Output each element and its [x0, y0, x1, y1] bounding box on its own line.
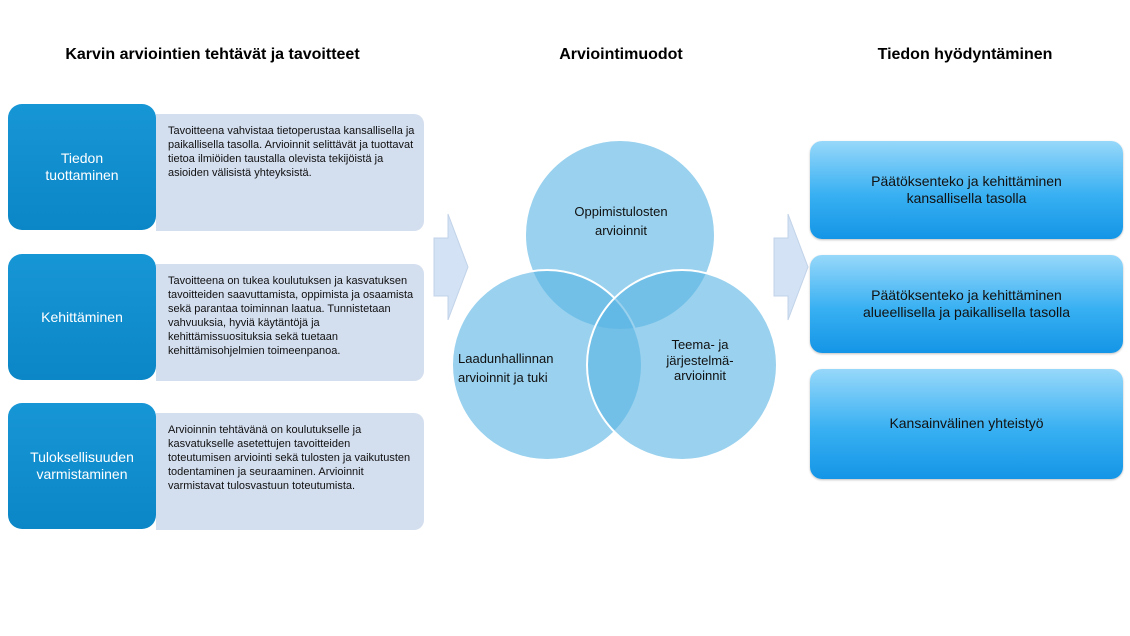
- tasks-column-title: Karvin arviointien tehtävät ja tavoittee…: [65, 46, 360, 63]
- use-box-international: Kansainvälinen yhteistyö: [810, 369, 1123, 479]
- use-line: alueellisella ja paikallisella tasolla: [862, 304, 1070, 320]
- use-box-regional: Päätöksenteko ja kehittäminen alueellise…: [810, 255, 1123, 353]
- forms-column-title: Arviointimuodot: [559, 46, 683, 63]
- use-line: Päätöksenteko ja kehittäminen: [871, 172, 1062, 189]
- task-box: Kehittäminen: [8, 254, 156, 380]
- evaluation-forms-venn: [451, 140, 778, 461]
- venn-label-line: Oppimistulosten: [574, 204, 668, 219]
- venn-label-line: Laadunhallinnan: [458, 351, 554, 366]
- venn-label-line: järjestelmä-: [666, 352, 734, 368]
- venn-circle-thematic-system: [586, 269, 778, 461]
- use-line: kansallisella tasolla: [906, 190, 1027, 206]
- task-box: Tiedon tuottaminen: [8, 104, 156, 230]
- venn-label-line: arvioinnit: [594, 222, 648, 238]
- right-arrow-icon: [433, 213, 469, 321]
- task-title-line: varmistaminen: [36, 466, 128, 482]
- task-description: Tavoitteena on tukea koulutuksen ja kasv…: [156, 264, 424, 381]
- venn-label-line: arvioinnit: [673, 368, 727, 384]
- venn-label-learning-outcomes: Oppimistulosten arvioinnit: [560, 203, 682, 241]
- use-line: Kansainvälinen yhteistyö: [889, 415, 1044, 432]
- task-title-line: Tiedon: [60, 150, 104, 167]
- use-line: Päätöksenteko ja kehittäminen: [871, 286, 1062, 303]
- task-description: Arvioinnin tehtävänä on koulutukselle ja…: [156, 413, 424, 530]
- venn-label-thematic-system: Teema- ja järjestelmä- arvioinnit: [650, 337, 750, 384]
- task-box: Tuloksellisuuden varmistaminen: [8, 403, 156, 529]
- task-title-line: Tuloksellisuuden: [30, 449, 134, 466]
- task-description: Tavoitteena vahvistaa tietoperustaa kans…: [156, 114, 424, 231]
- use-box-national: Päätöksenteko ja kehittäminen kansallise…: [810, 141, 1123, 239]
- task-title-line: tuottaminen: [45, 167, 119, 183]
- right-arrow-icon: [773, 213, 809, 321]
- task-title-line: Kehittäminen: [41, 308, 123, 325]
- uses-column-title: Tiedon hyödyntäminen: [877, 46, 1053, 63]
- venn-label-line: arvioinnit ja tuki: [458, 369, 548, 385]
- venn-label-line: Teema- ja: [671, 337, 729, 352]
- venn-label-quality-management: Laadunhallinnan arvioinnit ja tuki: [458, 350, 588, 388]
